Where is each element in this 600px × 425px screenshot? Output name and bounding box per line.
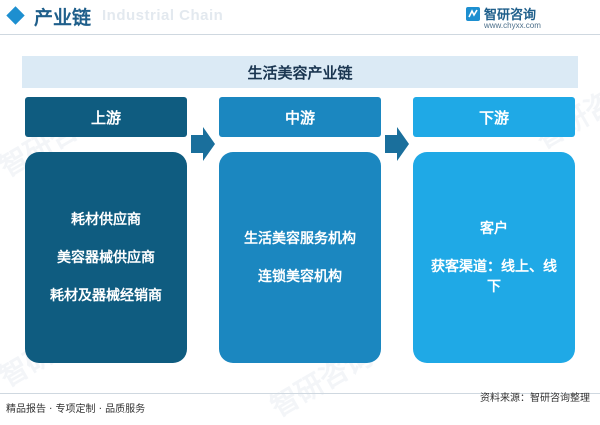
diamond-icon — [6, 6, 25, 25]
page-title: 产业链 — [34, 7, 92, 29]
stage-body-midstream: 生活美容服务机构 连锁美容机构 — [219, 152, 381, 363]
brand-name: 智研咨询 — [484, 8, 537, 23]
stage-item: 连锁美容机构 — [258, 268, 342, 285]
page-header: 产业链 Industrial Chain 智研咨询 www.chyxx.com — [0, 0, 600, 36]
stage-body-downstream: 客户 获客渠道：线上、线下 — [413, 152, 575, 363]
stage-item: 客户 — [480, 220, 508, 237]
arrow-right-icon — [191, 127, 215, 161]
stage-item: 耗材及器械经销商 — [50, 287, 162, 304]
stage-item: 美容器械供应商 — [57, 249, 155, 266]
footer-source: 资料来源：智研咨询整理 — [480, 393, 590, 404]
brand: 智研咨询 www.chyxx.com — [466, 4, 586, 34]
stage-item: 获客渠道：线上、线下 — [431, 258, 557, 295]
stage-item: 生活美容服务机构 — [244, 230, 356, 247]
diagram-title: 生活美容产业链 — [247, 63, 353, 82]
stage-body-upstream: 耗材供应商 美容器械供应商 耗材及器械经销商 — [25, 152, 187, 363]
arrow-right-icon — [385, 127, 409, 161]
footer-divider — [0, 393, 600, 394]
footer-tagline: 精品报告 · 专项定制 · 品质服务 — [6, 404, 146, 415]
header-divider — [0, 34, 600, 35]
stage-header-upstream: 上游 — [25, 97, 187, 137]
header-watermark: Industrial Chain — [102, 7, 224, 24]
stage-header-midstream: 中游 — [219, 97, 381, 137]
stage-header-downstream: 下游 — [413, 97, 575, 137]
stage-item: 耗材供应商 — [71, 211, 141, 228]
brand-url: www.chyxx.com — [484, 21, 541, 30]
diagram-title-bar: 生活美容产业链 — [22, 56, 578, 88]
brand-logo-icon — [466, 7, 480, 21]
